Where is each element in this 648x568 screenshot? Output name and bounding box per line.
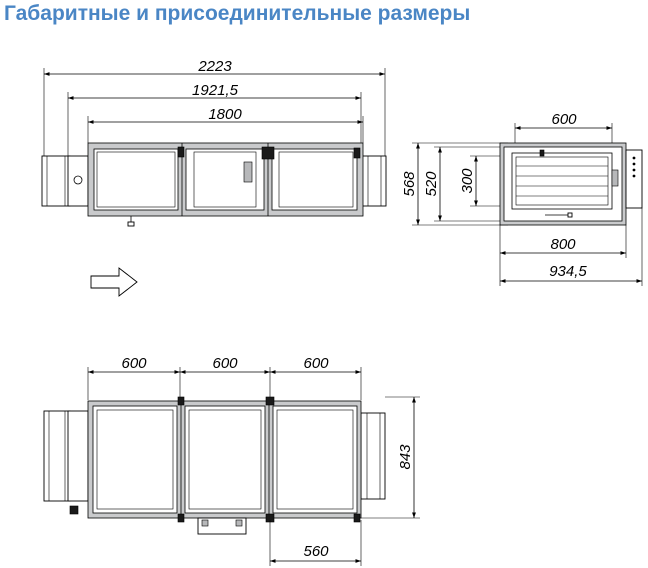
dim-body-length: 1800 [208, 106, 242, 123]
dim-bottom: 560 [303, 543, 329, 560]
top-view: 600 600 600 843 [43, 355, 420, 566]
right-duct [361, 155, 387, 207]
dim-total-height: 568 [401, 171, 418, 197]
side-view: 568 520 300 600 800 93 [401, 111, 643, 286]
sensor-icon [73, 175, 83, 185]
dim-depth: 800 [550, 236, 576, 253]
front-view: 2223 1921,5 1800 [41, 58, 387, 227]
dim-duct-length: 1921,5 [192, 82, 239, 99]
dim-width: 843 [397, 444, 414, 470]
control-box [625, 149, 643, 209]
left-duct [41, 155, 89, 207]
dim-duct-height: 300 [459, 168, 476, 194]
dim-section-2: 600 [212, 355, 238, 372]
page-title: Габаритные и присоединительные размеры [4, 2, 471, 25]
service-box [197, 517, 247, 535]
dim-section-3: 600 [303, 355, 329, 372]
dim-total-length: 2223 [197, 58, 232, 75]
dim-depth-total: 934,5 [549, 263, 587, 280]
dim-body-height: 520 [423, 171, 440, 197]
dim-section-1: 600 [121, 355, 147, 372]
dim-duct-width: 600 [551, 111, 577, 128]
airflow-arrow-icon [90, 267, 138, 297]
